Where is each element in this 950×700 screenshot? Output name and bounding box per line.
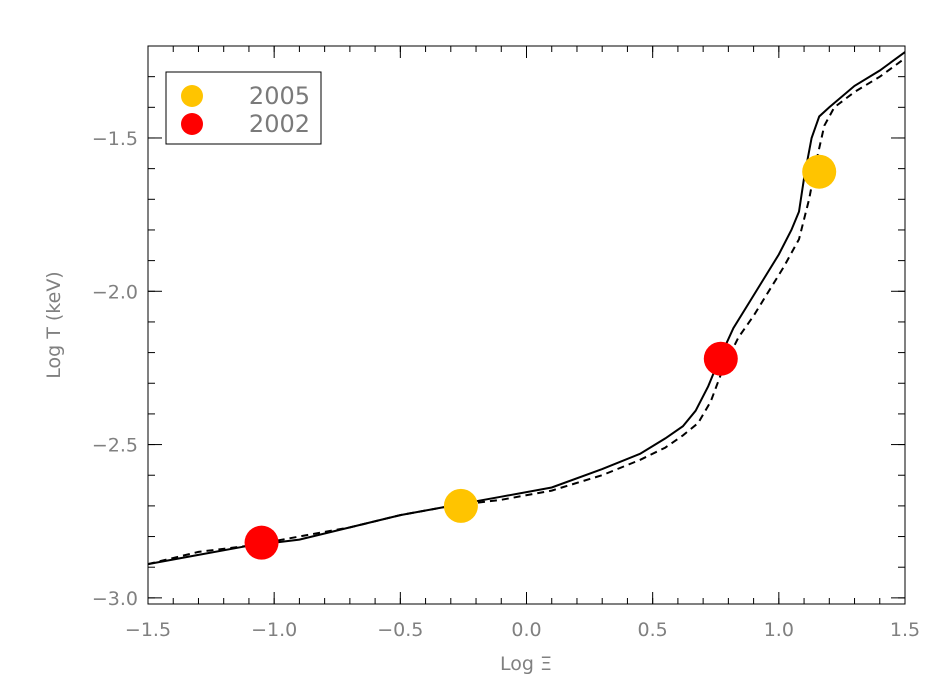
y-tick-label: −2.5 <box>92 435 138 457</box>
data-point-2005 <box>802 154 837 189</box>
legend-marker-2002 <box>181 113 203 135</box>
x-axis-label: Log Ξ <box>500 653 552 675</box>
axis-tick-labels: −1.5 −1.0 −0.5 0.0 0.5 1.0 1.5 −3.0 −2.5 −2.0 −1.5 <box>92 128 920 641</box>
y-tick-label: −3.0 <box>92 588 138 610</box>
x-tick-label: −1.5 <box>125 619 171 641</box>
legend-label-2002: 2002 <box>249 110 310 138</box>
data-point-2002 <box>244 525 279 560</box>
legend-label-2005: 2005 <box>249 82 310 110</box>
legend-marker-2005 <box>181 85 203 107</box>
x-tick-label: 1.5 <box>890 619 920 641</box>
x-tick-label: 0.0 <box>511 619 541 641</box>
legend: 2005 2002 <box>165 71 322 145</box>
points-layer <box>244 154 837 560</box>
y-tick-label: −1.5 <box>92 128 138 150</box>
data-point-2005 <box>443 488 478 523</box>
series-line-solid <box>147 51 906 566</box>
x-tick-label: −0.5 <box>377 619 423 641</box>
y-axis-label: Log T (keV) <box>43 271 65 378</box>
series-line-dashed <box>147 57 906 566</box>
x-tick-label: −1.0 <box>251 619 297 641</box>
series-layer <box>147 51 906 566</box>
x-tick-label: 1.0 <box>764 619 794 641</box>
axis-ticks <box>147 45 906 604</box>
data-point-2002 <box>703 341 738 376</box>
x-tick-label: 0.5 <box>638 619 668 641</box>
y-tick-label: −2.0 <box>92 281 138 303</box>
